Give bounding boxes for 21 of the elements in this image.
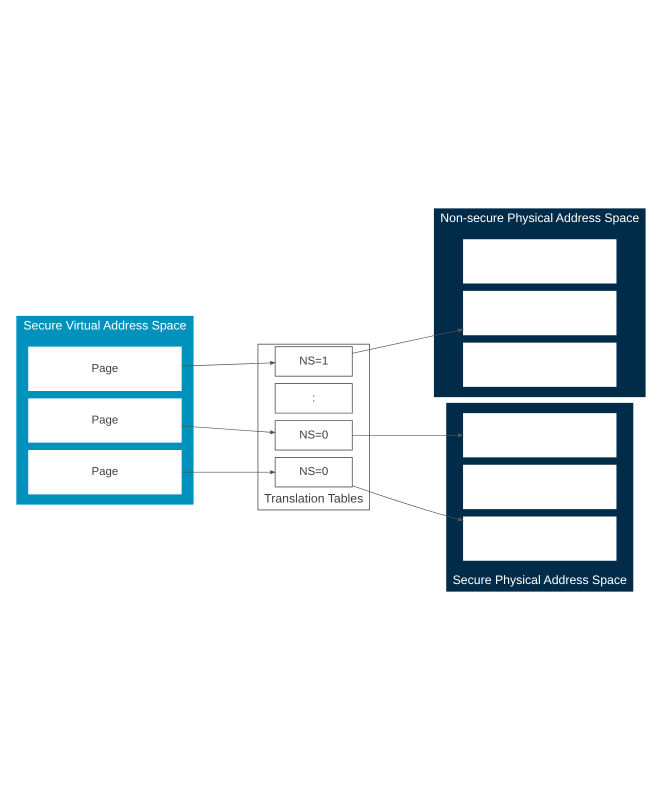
node-box	[463, 516, 616, 560]
node-box: Page	[28, 346, 182, 390]
node-box	[463, 464, 616, 509]
node-box	[463, 342, 616, 386]
node-box	[463, 290, 616, 335]
arrow	[352, 484, 464, 521]
arrow	[181, 470, 276, 474]
node-box: NS=1	[274, 346, 353, 376]
arrow	[352, 432, 464, 437]
cluster: Secure Physical Address Space	[446, 402, 634, 592]
node-box: NS=0	[274, 456, 353, 487]
arrow	[181, 360, 276, 366]
node-box	[463, 238, 616, 283]
arrow	[352, 328, 464, 354]
node-box	[463, 412, 616, 457]
node-box: Page	[28, 398, 182, 442]
node-box: Page	[28, 450, 182, 494]
node-box: NS=0	[274, 420, 353, 450]
arrow	[181, 425, 276, 434]
node-box: :	[274, 382, 353, 414]
cluster: Non-secure Physical Address Space	[434, 208, 646, 397]
